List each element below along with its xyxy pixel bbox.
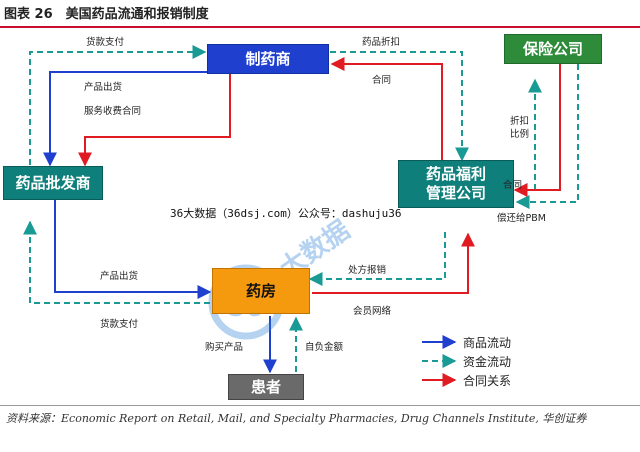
contract-arrow-pharmacy-to-pbm (312, 232, 475, 294)
contract-arrow-pbm-to-manufacturer (330, 57, 443, 160)
goods-arrow-wholesaler-to-pharmacy (54, 200, 212, 299)
legend-goods-label: 商品流动 (463, 336, 512, 350)
pharmacy-node: 药房 (212, 268, 310, 314)
pbm-node: 药品福利 管理公司 (398, 160, 514, 208)
label-discount-ratio-1: 折扣 (510, 116, 530, 127)
label-member-network: 会员网络 (353, 306, 392, 317)
patient-node: 患者 (228, 374, 304, 400)
insurer-node: 保险公司 (504, 34, 602, 64)
money-arrow-pharmacy-to-wholesaler (23, 220, 210, 304)
legend-contract-label: 合同关系 (463, 374, 512, 388)
label-copay: 自负金额 (305, 342, 344, 353)
label-contract-right: 合同 (503, 180, 523, 191)
watermark-text: 36大数据（36dsj.com）公众号：dashuju36 (170, 207, 402, 220)
label-prescription-claim: 处方报销 (348, 265, 387, 276)
source-note: 资料来源：Economic Report on Retail, Mail, an… (6, 412, 587, 425)
goods-arrow-manufacturer-to-wholesaler (43, 71, 212, 167)
label-top-payment: 货款支付 (86, 37, 125, 48)
money-arrow-insurer-to-pbm (515, 64, 579, 209)
label-product-out-1: 产品出货 (84, 82, 123, 93)
label-product-out-2: 产品出货 (100, 271, 139, 282)
contract-arrow-insurer-to-pbm (513, 64, 561, 197)
label-discount-ratio-2: 比例 (510, 129, 530, 140)
money-arrow-pbm-to-pharmacy (308, 232, 446, 286)
wholesaler-node: 药品批发商 (3, 166, 103, 200)
label-rebate-top: 药品折扣 (362, 37, 401, 48)
label-service-contract: 服务收费合同 (84, 106, 142, 117)
label-buy-product: 购买产品 (205, 342, 244, 353)
legend-money-label: 资金流动 (463, 355, 512, 369)
title-rule (0, 26, 640, 28)
label-contract-top: 合同 (372, 75, 392, 86)
money-arrow-manufacturer-to-pbm (330, 51, 469, 162)
figure-title: 图表 26 美国药品流通和报销制度 (4, 7, 209, 22)
footer-rule (0, 405, 640, 406)
contract-arrow-manufacturer-to-wholesaler (78, 74, 231, 167)
manufacturer-node: 制药商 (207, 44, 329, 74)
label-pay-pbm: 偿还给PBM (497, 213, 546, 224)
money-arrow-wholesaler-to-manufacturer (29, 45, 207, 165)
label-bottom-payment: 货款支付 (100, 319, 139, 330)
